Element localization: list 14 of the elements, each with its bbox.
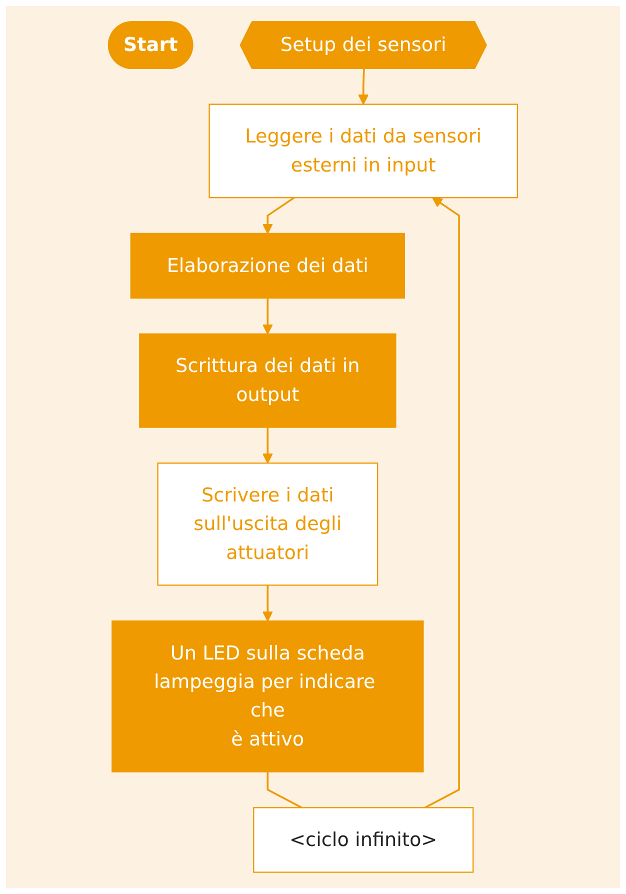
arrow (262, 298, 273, 334)
node-box (208, 104, 518, 198)
arrow (424, 197, 460, 808)
arrow (262, 427, 273, 464)
page-background: Start Setup dei sensori Leggere i dati da sensori esterni in input Elaborazione dei dati Scrittura dei dati in output Scrivere i dati sull'uscita degli attuatori Un LED sulla scheda lampeggia per indicare che è attivo <ciclo infinito> (6, 6, 620, 888)
node-box (157, 462, 378, 586)
connector (266, 772, 302, 808)
arrow (358, 68, 369, 105)
arrow (262, 196, 295, 234)
node-box (139, 333, 396, 428)
node-box (112, 620, 424, 772)
node-box (253, 807, 474, 873)
arrow (262, 585, 273, 622)
node-box (130, 232, 405, 299)
